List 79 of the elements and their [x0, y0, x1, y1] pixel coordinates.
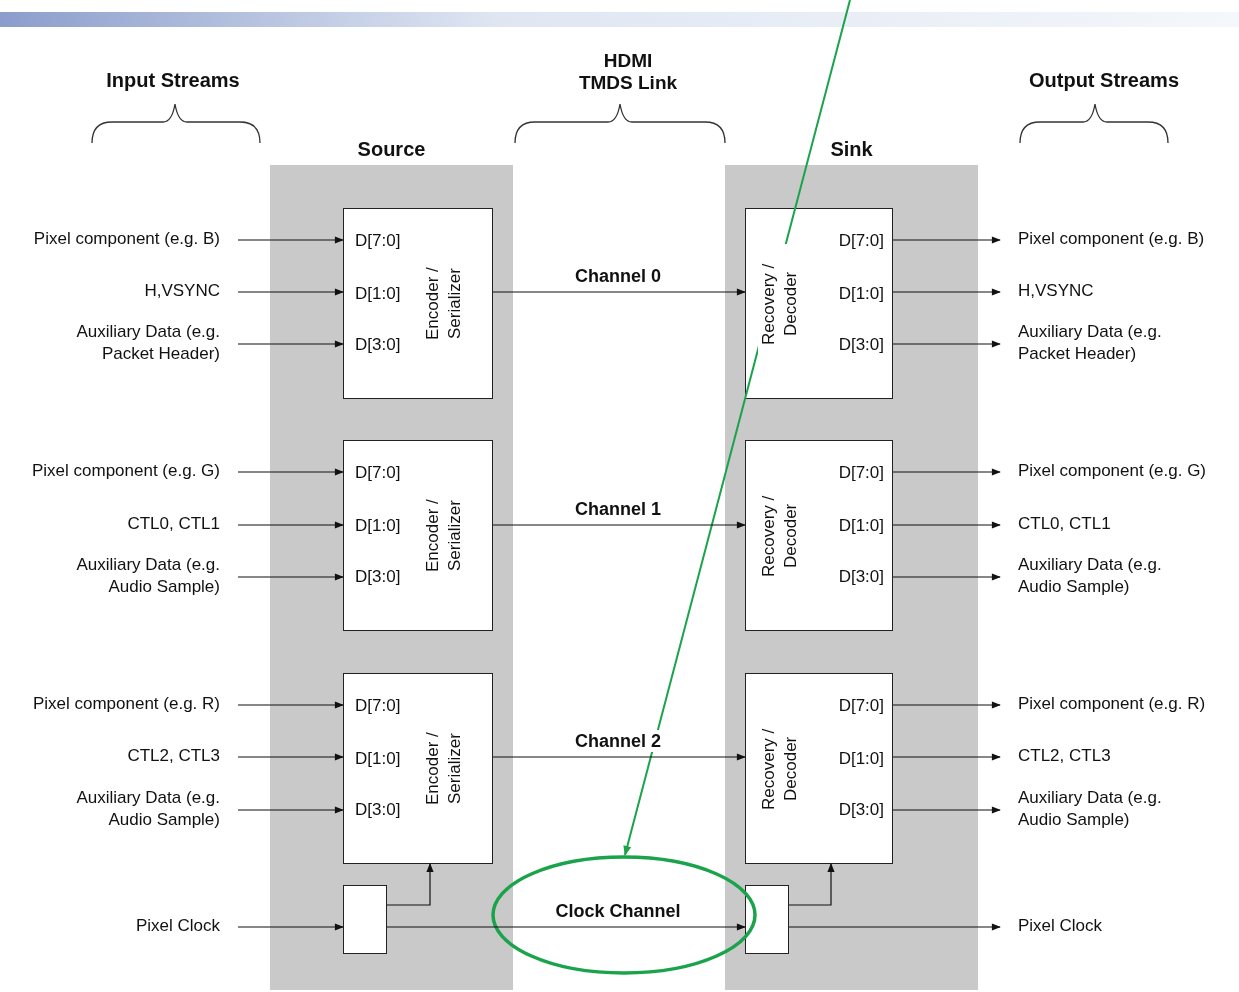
encoder-block: [343, 440, 493, 631]
signal-label: CTL2, CTL3: [1018, 745, 1234, 769]
port-label: D[7:0]: [838, 695, 884, 717]
decoder-block: [745, 208, 893, 399]
edge-label: Channel 2: [572, 730, 664, 752]
port-label: D[7:0]: [355, 230, 401, 252]
arrow: [892, 753, 1001, 761]
clock-block: [745, 885, 789, 954]
arrow: [237, 288, 344, 296]
decoder-block: [745, 440, 893, 631]
port-label: D[3:0]: [355, 799, 401, 821]
port-label: D[3:0]: [355, 334, 401, 356]
port-label: D[1:0]: [838, 515, 884, 537]
signal-label: Pixel Clock: [6, 915, 220, 939]
encoder-block: [343, 208, 493, 399]
port-label: D[1:0]: [355, 748, 401, 770]
signal-label: Pixel component (e.g. R): [6, 693, 220, 717]
arrow: [892, 288, 1001, 296]
signal-label: Auxiliary Data (e.g. Audio Sample): [1018, 787, 1193, 833]
arrow: [892, 701, 1001, 709]
arrow: [492, 288, 746, 296]
arrow: [237, 573, 344, 581]
sink-panel: [725, 138, 978, 990]
arrow: [892, 573, 1001, 581]
port-label: D[7:0]: [838, 462, 884, 484]
arrow: [237, 701, 344, 709]
signal-label: Pixel component (e.g. R): [1018, 693, 1234, 717]
port-label: D[3:0]: [355, 566, 401, 588]
signal-label: Pixel component (e.g. G): [6, 460, 220, 484]
arrow: [237, 468, 344, 476]
signal-label: Pixel Clock: [1018, 915, 1234, 939]
section-heading: Output Streams: [1028, 69, 1180, 91]
signal-label: CTL0, CTL1: [1018, 513, 1234, 537]
encoder-block: [343, 673, 493, 864]
signal-label: CTL2, CTL3: [6, 745, 220, 769]
signal-label: CTL0, CTL1: [6, 513, 220, 537]
arrow: [237, 923, 344, 931]
section-heading: Input Streams: [105, 69, 241, 91]
signal-label: Pixel component (e.g. G): [1018, 460, 1234, 484]
arrow: [892, 236, 1001, 244]
arrow: [237, 806, 344, 814]
arrow: [386, 923, 746, 931]
arrow: [492, 753, 746, 761]
arrow: [237, 340, 344, 348]
signal-label: Pixel component (e.g. B): [1018, 228, 1234, 252]
port-label: D[1:0]: [838, 748, 884, 770]
clock-block: [343, 885, 387, 954]
signal-label: Pixel component (e.g. B): [6, 228, 220, 252]
arrow: [237, 236, 344, 244]
arrow: [788, 863, 835, 906]
port-label: D[3:0]: [838, 566, 884, 588]
port-label: D[1:0]: [355, 515, 401, 537]
arrow: [892, 468, 1001, 476]
signal-label: H,VSYNC: [1018, 280, 1234, 304]
arrow: [386, 863, 434, 906]
port-label: D[7:0]: [355, 695, 401, 717]
port-label: D[3:0]: [838, 799, 884, 821]
signal-label: Auxiliary Data (e.g. Audio Sample): [45, 787, 220, 833]
panel-title: Source: [356, 138, 427, 160]
arrow: [892, 806, 1001, 814]
signal-label: Auxiliary Data (e.g. Audio Sample): [45, 554, 220, 600]
decoder-block: [745, 673, 893, 864]
port-label: D[3:0]: [838, 334, 884, 356]
arrow: [492, 521, 746, 529]
arrow: [892, 340, 1001, 348]
arrow: [892, 521, 1001, 529]
port-label: D[7:0]: [355, 462, 401, 484]
port-label: D[1:0]: [838, 283, 884, 305]
panel-title: Sink: [829, 138, 874, 160]
signal-label: Auxiliary Data (e.g. Packet Header): [1018, 321, 1193, 367]
arrow: [788, 923, 1001, 931]
port-label: D[7:0]: [838, 230, 884, 252]
signal-label: H,VSYNC: [6, 280, 220, 304]
signal-label: Auxiliary Data (e.g. Packet Header): [45, 321, 220, 367]
port-label: D[1:0]: [355, 283, 401, 305]
signal-label: Auxiliary Data (e.g. Audio Sample): [1018, 554, 1193, 600]
arrow: [237, 521, 344, 529]
arrow: [237, 753, 344, 761]
section-heading: HDMI TMDS Link: [577, 50, 679, 94]
